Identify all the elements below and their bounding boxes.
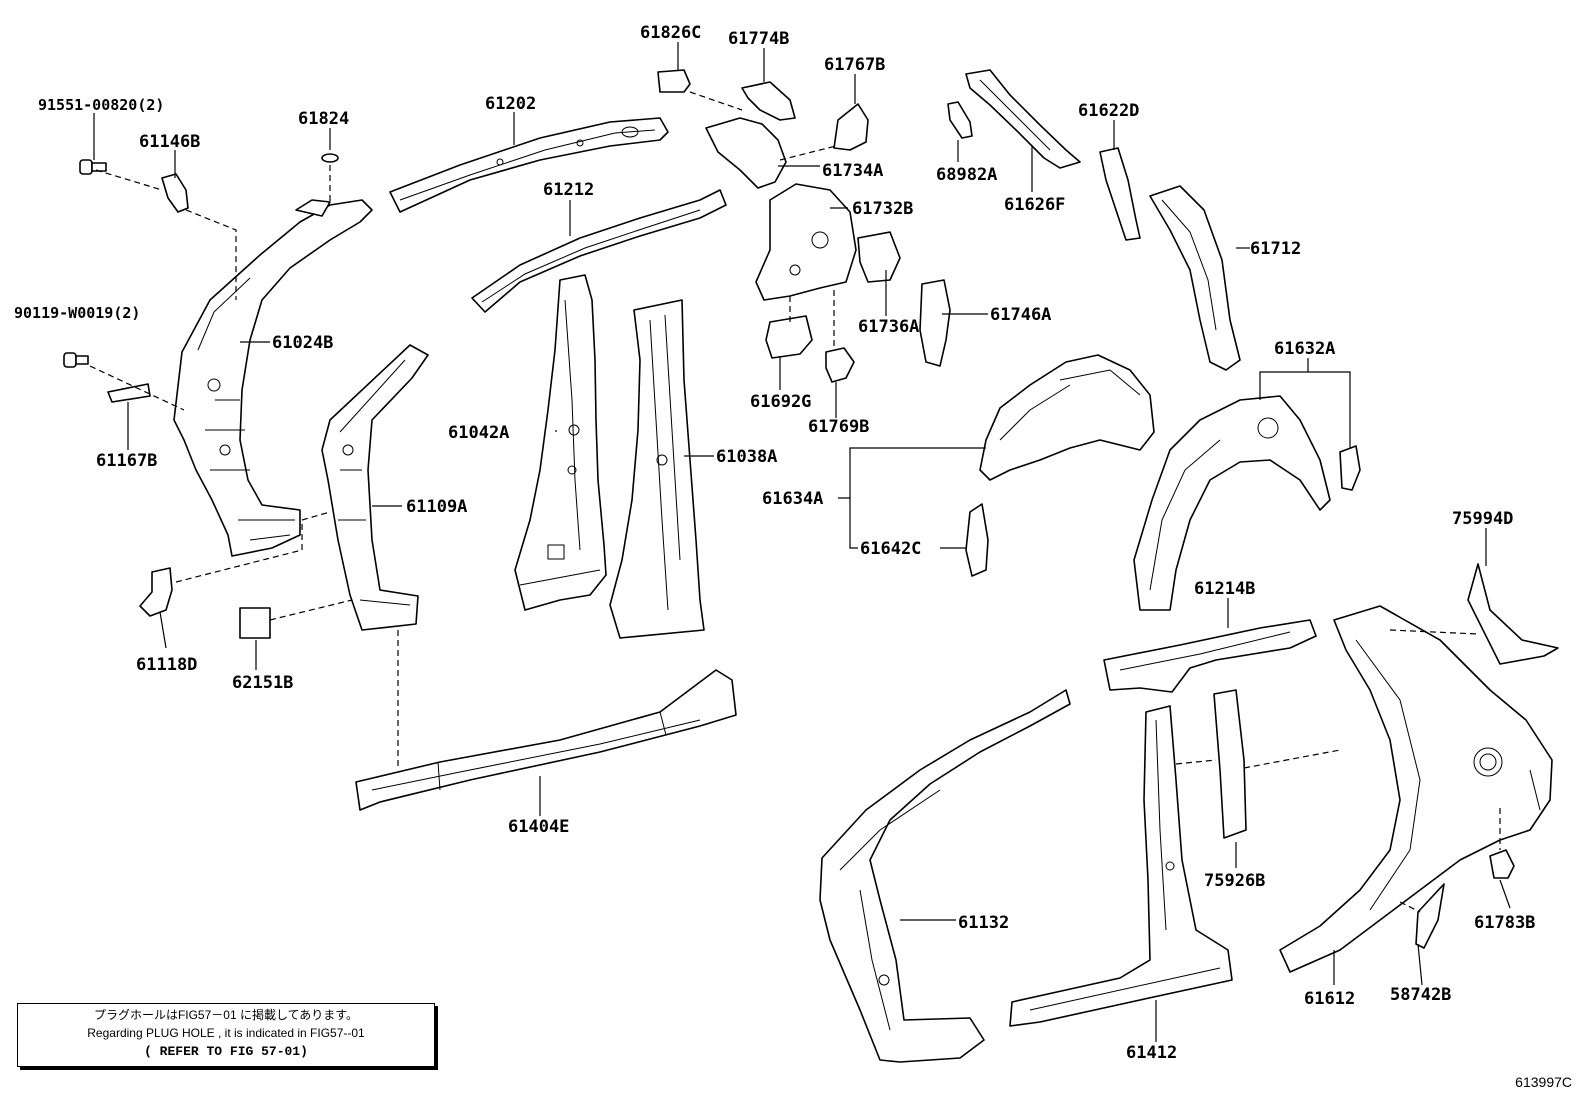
part-61712 <box>1149 185 1241 371</box>
label-61212: 61212 <box>543 180 594 200</box>
part-61202 <box>389 117 669 213</box>
part-61824 <box>321 153 339 163</box>
label-61634A: 61634A <box>762 489 823 509</box>
part-61042A <box>514 274 607 611</box>
part-61612 <box>1279 605 1553 973</box>
part-61404E <box>355 669 737 811</box>
part-58742B <box>1415 883 1445 949</box>
part-61118D <box>139 567 173 617</box>
leader-lines <box>93 42 1511 1042</box>
label-61038A: 61038A <box>716 447 777 467</box>
part-61732B <box>755 183 857 301</box>
part-61634A <box>979 354 1155 481</box>
label-61612: 61612 <box>1304 989 1355 1009</box>
label-58742B: 58742B <box>1390 985 1451 1005</box>
note-line-japanese: プラグホールはFIG57－01 に掲載してあります。 <box>93 1008 359 1022</box>
label-61692G: 61692G <box>750 392 811 412</box>
label-90119-W0019: 90119-W0019(2) <box>14 304 140 322</box>
label-61632A: 61632A <box>1274 339 1335 359</box>
part-75994D <box>1467 563 1559 665</box>
part-75926B <box>1213 689 1247 839</box>
label-61767B: 61767B <box>824 55 885 75</box>
label-61774B: 61774B <box>728 29 789 49</box>
figure-id: 613997C <box>1515 1074 1572 1090</box>
label-61146B: 61146B <box>139 132 200 152</box>
label-61826C: 61826C <box>640 23 701 43</box>
label-61412: 61412 <box>1126 1043 1177 1063</box>
part-61146B <box>161 173 189 213</box>
label-75994D: 75994D <box>1452 509 1513 529</box>
part-61024B <box>173 199 373 557</box>
label-61824: 61824 <box>298 109 349 129</box>
label-62151B: 62151B <box>232 673 293 693</box>
label-61024B: 61024B <box>272 333 333 353</box>
label-61732B: 61732B <box>852 199 913 219</box>
label-61769B: 61769B <box>808 417 869 437</box>
part-labels: 91551-00820(2) 61146B 61824 61202 61826C… <box>14 23 1535 1063</box>
label-61167B: 61167B <box>96 451 157 471</box>
part-61626F <box>965 69 1081 169</box>
label-61118D: 61118D <box>136 655 197 675</box>
part-61783B <box>1489 849 1515 879</box>
part-61692G <box>765 315 813 359</box>
label-61622D: 61622D <box>1078 101 1139 121</box>
label-75926B: 75926B <box>1204 871 1265 891</box>
part-61769B <box>825 347 855 383</box>
part-61132 <box>819 689 1071 1063</box>
label-61736A: 61736A <box>858 317 919 337</box>
note-line-english: Regarding PLUG HOLE , it is indicated in… <box>87 1026 365 1040</box>
label-91551-00820: 91551-00820(2) <box>38 96 164 114</box>
note-line-refer: ( REFER TO FIG 57-01) <box>144 1044 308 1059</box>
part-61167B <box>107 383 151 403</box>
label-61642C: 61642C <box>860 539 921 559</box>
label-61746A: 61746A <box>990 305 1051 325</box>
part-61109A <box>321 344 429 631</box>
label-61132: 61132 <box>958 913 1009 933</box>
part-61632A-clip <box>1339 445 1361 491</box>
label-61626F: 61626F <box>1004 195 1065 215</box>
part-61736A <box>857 231 901 283</box>
part-61632A <box>1133 395 1331 611</box>
part-61746A <box>919 279 951 367</box>
part-62151B <box>239 607 271 639</box>
part-61038A <box>609 299 705 639</box>
label-61712: 61712 <box>1250 239 1301 259</box>
part-61642C <box>965 503 989 577</box>
part-61214B <box>1103 619 1317 693</box>
label-61404E: 61404E <box>508 817 569 837</box>
part-90119-bolt <box>63 352 89 368</box>
part-61212 <box>471 189 727 313</box>
label-61202: 61202 <box>485 94 536 114</box>
label-61783B: 61783B <box>1474 913 1535 933</box>
label-61042A: 61042A <box>448 423 509 443</box>
part-61622D <box>1099 147 1141 241</box>
label-61214B: 61214B <box>1194 579 1255 599</box>
alignment-lines <box>89 91 1501 913</box>
part-68982A <box>947 101 973 139</box>
part-61734A <box>705 117 787 189</box>
label-68982A: 68982A <box>936 165 997 185</box>
part-91551-bolt <box>79 159 107 175</box>
label-61734A: 61734A <box>822 161 883 181</box>
plug-hole-note: プラグホールはFIG57－01 に掲載してあります。 Regarding PLU… <box>17 1003 435 1067</box>
part-61774B <box>741 81 796 121</box>
part-61826C <box>657 69 691 93</box>
part-61412 <box>1009 705 1233 1027</box>
part-61767B <box>833 103 869 151</box>
label-61109A: 61109A <box>406 497 467 517</box>
